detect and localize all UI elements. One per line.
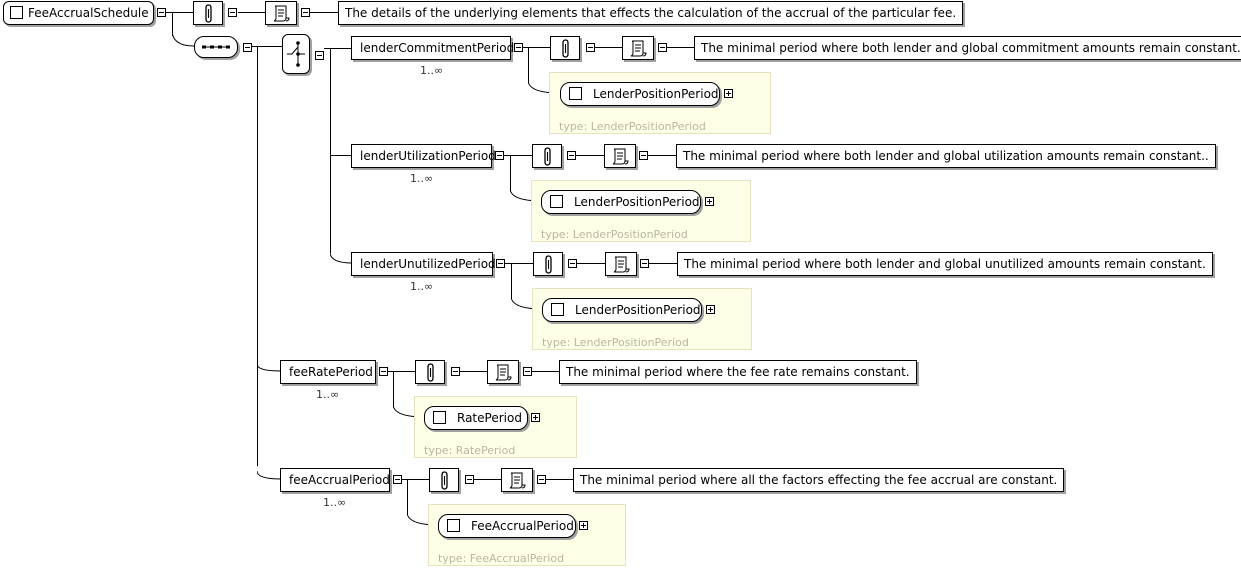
element-checkbox-icon	[10, 6, 23, 19]
collapse-toggle-documentation[interactable]	[640, 259, 649, 268]
type-reference-name: FeeAccrualPeriod	[471, 519, 574, 533]
cardinality-label: 1..∞	[316, 388, 340, 401]
collapse-toggle-documentation[interactable]	[523, 367, 532, 376]
element-checkbox-icon	[569, 87, 582, 100]
collapse-toggle-documentation[interactable]	[639, 151, 648, 160]
documentation-text: The minimal period where both lender and…	[694, 36, 1241, 60]
expand-toggle-type[interactable]	[705, 197, 714, 206]
expand-toggle-type[interactable]	[531, 413, 540, 422]
scroll-icon	[495, 364, 512, 381]
collapse-toggle-documentation[interactable]	[658, 43, 667, 52]
collapse-toggle-lender-unutilized-period[interactable]	[496, 259, 505, 268]
annotation-box[interactable]	[415, 360, 445, 384]
documentation-text: The minimal period where both lender and…	[677, 252, 1213, 276]
paperclip-icon	[545, 255, 552, 274]
documentation-box[interactable]	[605, 252, 637, 276]
collapse-toggle-root[interactable]	[157, 8, 166, 17]
collapse-toggle-annotation[interactable]	[451, 367, 460, 376]
collapse-toggle-documentation[interactable]	[301, 8, 310, 17]
collapse-toggle-fee-accrual-period[interactable]	[393, 475, 402, 484]
collapse-toggle-lender-commitment-period[interactable]	[514, 43, 523, 52]
documentation-box[interactable]	[265, 1, 297, 25]
type-reference-name: LenderPositionPeriod	[575, 303, 701, 317]
type-label: type: LenderPositionPeriod	[541, 228, 688, 241]
cardinality-label: 1..∞	[323, 496, 347, 509]
collapse-toggle-annotation[interactable]	[568, 259, 577, 268]
documentation-box[interactable]	[501, 468, 533, 492]
type-label: type: FeeAccrualPeriod	[438, 552, 565, 565]
annotation-box[interactable]	[532, 144, 562, 168]
element-checkbox-icon	[551, 303, 564, 316]
scroll-icon	[509, 472, 526, 489]
collapse-toggle-lender-utilization-period[interactable]	[495, 151, 504, 160]
scroll-icon	[612, 148, 629, 165]
element-lender-commitment-period[interactable]: lenderCommitmentPeriod	[351, 36, 514, 60]
collapse-toggle-fee-rate-period[interactable]	[379, 367, 388, 376]
documentation-text: The minimal period where all the factors…	[573, 468, 1065, 492]
type-label: type: RatePeriod	[424, 444, 516, 457]
collapse-toggle-annotation[interactable]	[228, 8, 237, 17]
element-fee-rate-period[interactable]: feeRatePeriod	[280, 360, 376, 384]
type-reference[interactable]: LenderPositionPeriod	[542, 298, 702, 322]
choice-compositor[interactable]	[282, 34, 310, 74]
sequence-compositor-icon	[202, 45, 230, 49]
root-element[interactable]: FeeAccrualSchedule	[3, 1, 154, 25]
scroll-icon	[630, 40, 647, 57]
expand-toggle-type[interactable]	[724, 89, 733, 98]
type-reference[interactable]: FeeAccrualPeriod	[438, 514, 576, 538]
cardinality-label: 1..∞	[420, 64, 444, 77]
scroll-icon	[273, 5, 290, 22]
documentation-text: The minimal period where both lender and…	[676, 144, 1216, 168]
root-documentation-text: The details of the underlying elements t…	[338, 1, 964, 25]
paperclip-icon	[205, 4, 212, 23]
type-reference[interactable]: LenderPositionPeriod	[541, 190, 701, 214]
element-fee-accrual-period[interactable]: feeAccrualPeriod	[280, 468, 390, 492]
type-label: type: LenderPositionPeriod	[559, 120, 706, 133]
expand-toggle-type[interactable]	[706, 305, 715, 314]
choice-compositor-icon	[287, 41, 305, 67]
root-element-name: FeeAccrualSchedule	[28, 6, 149, 20]
documentation-text: The minimal period where the fee rate re…	[559, 360, 917, 384]
collapse-toggle-annotation[interactable]	[465, 475, 474, 484]
type-reference-name: LenderPositionPeriod	[593, 87, 719, 101]
annotation-box[interactable]	[550, 36, 580, 60]
element-checkbox-icon	[550, 195, 563, 208]
annotation-box[interactable]	[193, 1, 223, 25]
paperclip-icon	[441, 471, 448, 490]
type-reference-name: RatePeriod	[457, 411, 522, 425]
paperclip-icon	[427, 363, 434, 382]
annotation-box[interactable]	[429, 468, 459, 492]
expand-toggle-type[interactable]	[579, 521, 588, 530]
element-checkbox-icon	[447, 519, 460, 532]
type-reference[interactable]: LenderPositionPeriod	[560, 82, 720, 106]
annotation-box[interactable]	[533, 252, 563, 276]
documentation-box[interactable]	[487, 360, 519, 384]
collapse-toggle-sequence[interactable]	[243, 43, 252, 52]
type-label: type: LenderPositionPeriod	[542, 336, 689, 349]
element-lender-utilization-period[interactable]: lenderUtilizationPeriod	[351, 144, 496, 168]
element-checkbox-icon	[433, 411, 446, 424]
scroll-icon	[613, 256, 630, 273]
collapse-toggle-documentation[interactable]	[537, 475, 546, 484]
cardinality-label: 1..∞	[410, 172, 434, 185]
element-lender-unutilized-period[interactable]: lenderUnutilizedPeriod	[351, 252, 496, 276]
collapse-toggle-annotation[interactable]	[567, 151, 576, 160]
paperclip-icon	[544, 147, 551, 166]
documentation-box[interactable]	[622, 36, 654, 60]
cardinality-label: 1..∞	[410, 280, 434, 293]
sequence-compositor[interactable]	[194, 36, 238, 58]
collapse-toggle-choice[interactable]	[315, 51, 324, 60]
type-reference[interactable]: RatePeriod	[424, 406, 528, 430]
type-reference-name: LenderPositionPeriod	[574, 195, 700, 209]
paperclip-icon	[562, 39, 569, 58]
documentation-box[interactable]	[604, 144, 636, 168]
collapse-toggle-annotation[interactable]	[586, 43, 595, 52]
